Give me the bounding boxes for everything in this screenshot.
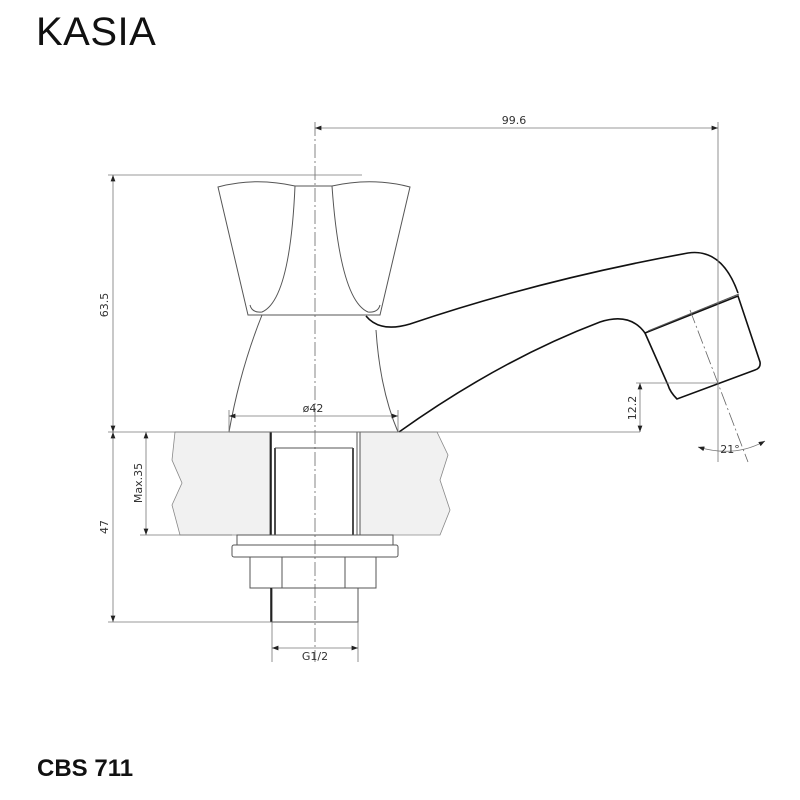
- product-name: KASIA: [36, 10, 157, 54]
- dim-thread: G1/2: [302, 650, 328, 663]
- product-code: CBS 711: [37, 755, 134, 782]
- dim-angle: 21°: [720, 443, 740, 456]
- dim-max-deck: Max.35: [132, 463, 145, 503]
- dim-reach: 99.6: [502, 114, 527, 127]
- countertop: [171, 431, 451, 536]
- spout: [365, 251, 761, 433]
- dim-height: 63.5: [98, 293, 111, 318]
- mounting-nut: [231, 534, 399, 623]
- dim-clearance: 12.2: [626, 396, 639, 421]
- dim-angle-arc: [697, 440, 766, 452]
- dim-diameter: ø42: [303, 402, 324, 415]
- dim-below-deck: 47: [98, 520, 111, 534]
- handle: [217, 181, 411, 316]
